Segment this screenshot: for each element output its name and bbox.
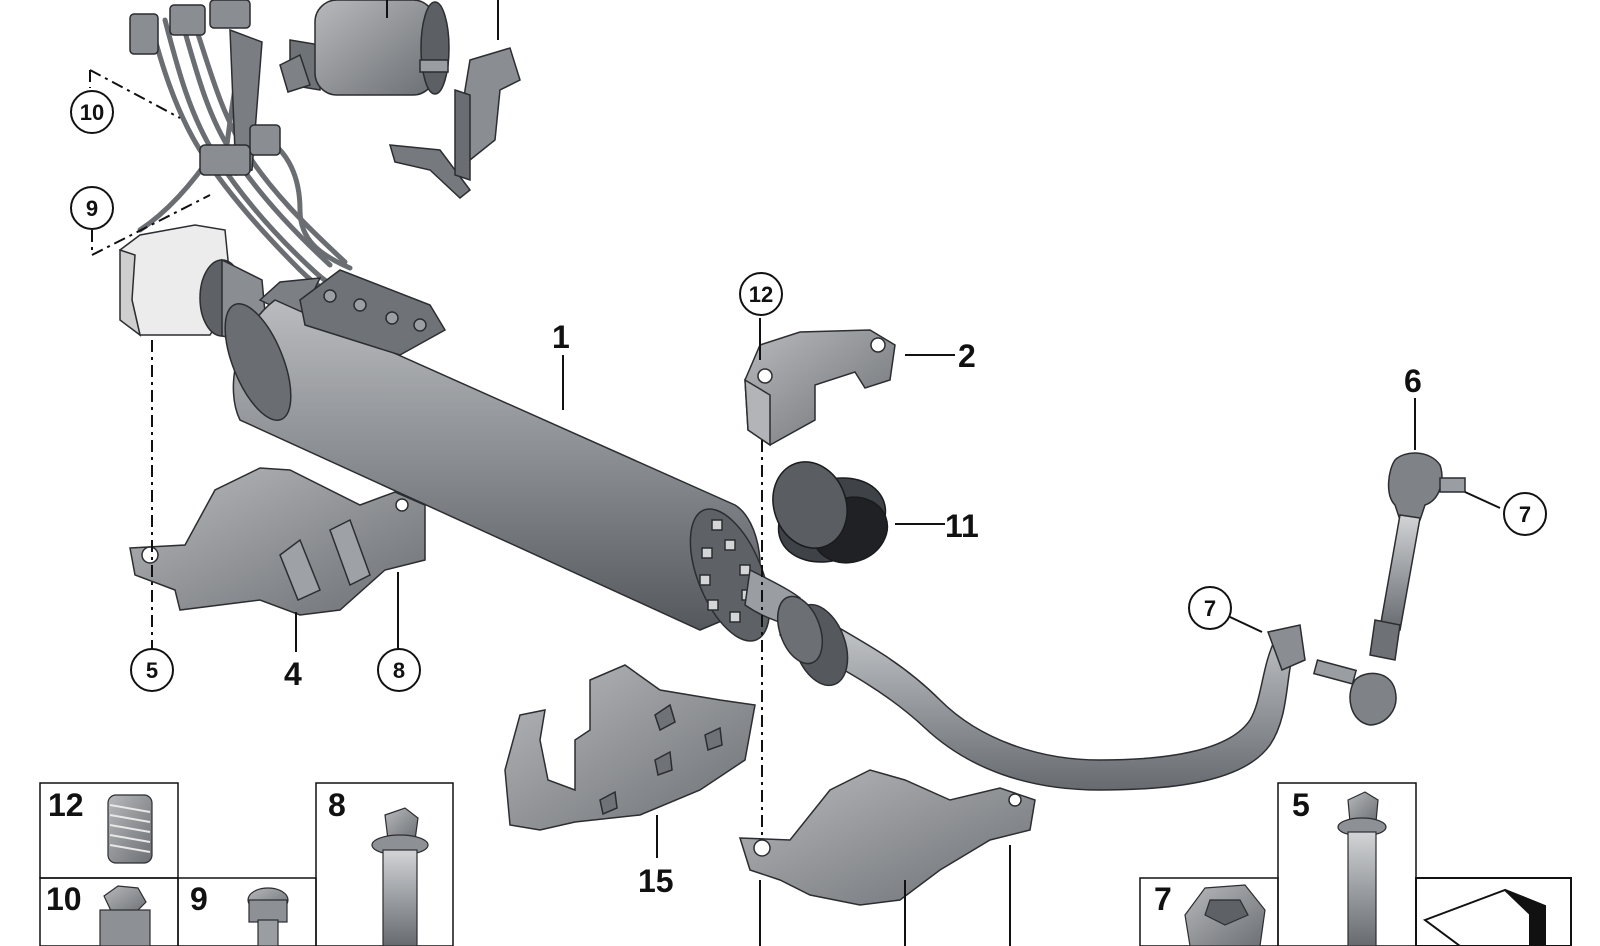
callout-15: 15 bbox=[638, 863, 674, 899]
callout-2: 2 bbox=[958, 338, 976, 374]
clamp-upper-part-2 bbox=[744, 329, 896, 447]
actuator-motor bbox=[199, 258, 771, 642]
box-label-9: 9 bbox=[190, 881, 208, 917]
box-label-7: 7 bbox=[1154, 881, 1172, 917]
hardware-grid-right bbox=[1139, 782, 1417, 946]
harness-connectors bbox=[129, 0, 281, 177]
dash-dot-lines bbox=[89, 69, 763, 840]
box-label-5: 5 bbox=[1292, 787, 1310, 823]
callout-1: 1 bbox=[552, 319, 570, 355]
callout-11: 11 bbox=[945, 508, 979, 544]
callout-8: 8 bbox=[393, 658, 405, 683]
hex-flange-bolt-icon bbox=[1337, 791, 1387, 946]
circled-callout-text: 10 9 12 7 7 5 8 bbox=[80, 100, 1531, 683]
flange-bolt-icon bbox=[371, 807, 429, 946]
torx-screw-icon bbox=[247, 887, 289, 946]
callout-5: 5 bbox=[146, 658, 158, 683]
box-label-8: 8 bbox=[328, 787, 346, 823]
callout-7-left: 7 bbox=[1204, 596, 1216, 621]
upper-bracket bbox=[388, 47, 521, 199]
callout-6: 6 bbox=[1404, 363, 1422, 399]
circled-callouts bbox=[70, 90, 1547, 692]
hex-bolt-icon bbox=[99, 885, 151, 946]
link-rod-part-6 bbox=[1312, 452, 1466, 726]
callout-9: 9 bbox=[86, 196, 98, 221]
callout-7-right: 7 bbox=[1519, 502, 1531, 527]
threaded-insert-icon bbox=[107, 794, 153, 864]
bracket-part-4 bbox=[129, 467, 426, 616]
callout-12: 12 bbox=[749, 282, 773, 307]
rubber-bushing-part-11 bbox=[772, 461, 889, 564]
bracket-lower-right bbox=[738, 769, 1036, 906]
callout-labels: 1 2 6 11 4 15 bbox=[284, 319, 1422, 899]
leader-lines bbox=[295, 318, 1501, 946]
parts-symbol-icon bbox=[1415, 877, 1572, 946]
upper-valve-unit bbox=[279, 0, 450, 96]
callout-4: 4 bbox=[284, 656, 302, 692]
hardware-grid-left bbox=[39, 782, 454, 946]
box-label-12: 12 bbox=[48, 787, 84, 823]
stabilizer-bar bbox=[744, 568, 1306, 791]
lock-nut-icon bbox=[1184, 884, 1266, 946]
box-label-10: 10 bbox=[46, 881, 82, 917]
callout-10: 10 bbox=[80, 100, 104, 125]
shield-plate-part-15 bbox=[504, 664, 756, 831]
